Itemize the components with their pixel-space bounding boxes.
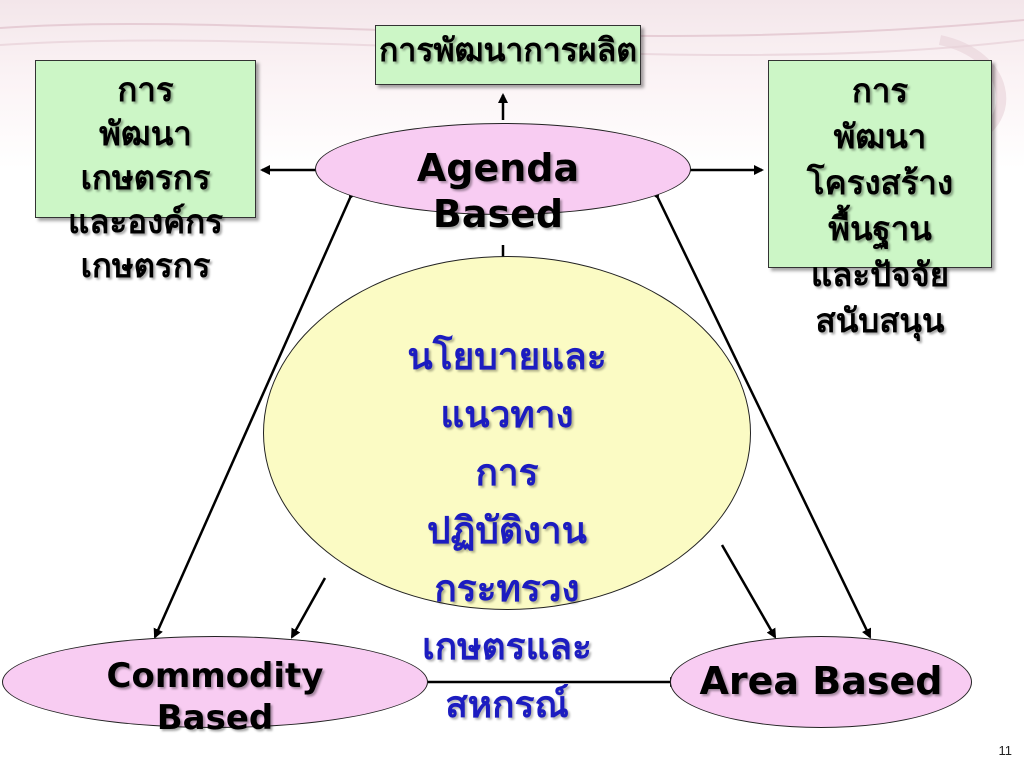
center-line-5: กระทรวง bbox=[434, 567, 580, 610]
infra-dev-line-5: และปัจจัย bbox=[810, 255, 950, 294]
arrow-agenda-commodity bbox=[153, 188, 358, 639]
infrastructure-development-text: การ พัฒนา โครงสร้าง พื้นฐาน และปัจจัย สน… bbox=[755, 68, 1005, 344]
area-based-label: Area Based bbox=[699, 659, 943, 703]
farmer-development-text: การ พัฒนา เกษตรกร และองค์กร เกษตรกร bbox=[20, 68, 271, 288]
infra-dev-line-3: โครงสร้าง bbox=[806, 163, 954, 202]
agenda-based-line-1: Agenda bbox=[416, 146, 580, 190]
farmer-development-box bbox=[35, 60, 256, 218]
commodity-based-line-2: Based bbox=[156, 698, 274, 738]
infra-dev-line-4: พื้นฐาน bbox=[828, 209, 932, 248]
agenda-based-line-2: Based bbox=[432, 192, 564, 236]
center-line-6: เกษตรและ bbox=[422, 625, 592, 668]
policy-center-ellipse bbox=[263, 256, 751, 610]
commodity-based-ellipse bbox=[2, 636, 428, 728]
farmer-dev-line-5: เกษตรกร bbox=[80, 246, 211, 285]
center-line-4: ปฏิบัติงาน bbox=[427, 509, 587, 552]
infra-dev-line-1: การ bbox=[851, 71, 909, 110]
agenda-based-text: Agenda Based bbox=[380, 145, 616, 237]
commodity-based-text: Commodity Based bbox=[70, 655, 360, 739]
commodity-based-line-1: Commodity bbox=[106, 656, 324, 696]
production-development-label: การพัฒนาการผลิต bbox=[378, 31, 638, 69]
farmer-dev-line-3: เกษตรกร bbox=[80, 158, 211, 197]
center-line-3: การ bbox=[475, 451, 539, 494]
arrow-agenda-area bbox=[650, 188, 872, 639]
center-line-1: นโยบายและ bbox=[407, 335, 607, 378]
policy-center-text: นโยบายและ แนวทาง การ ปฏิบัติงาน กระทรวง … bbox=[330, 328, 684, 734]
farmer-dev-line-2: พัฒนา bbox=[99, 114, 192, 153]
agenda-based-ellipse bbox=[315, 123, 691, 215]
farmer-dev-line-1: การ bbox=[117, 70, 174, 109]
center-line-2: แนวทาง bbox=[440, 393, 574, 436]
farmer-dev-line-4: และองค์กร bbox=[68, 202, 223, 241]
infrastructure-development-box bbox=[768, 60, 992, 268]
infra-dev-line-2: พัฒนา bbox=[833, 117, 927, 156]
center-line-7: สหกรณ์ bbox=[445, 683, 569, 726]
arrow-center-area bbox=[720, 544, 777, 639]
production-development-box bbox=[375, 25, 641, 85]
infra-dev-line-6: สนับสนุน bbox=[815, 301, 945, 340]
arrow-center-commodity bbox=[290, 577, 327, 639]
area-based-ellipse bbox=[670, 636, 972, 728]
page-number: 11 bbox=[998, 743, 1013, 758]
